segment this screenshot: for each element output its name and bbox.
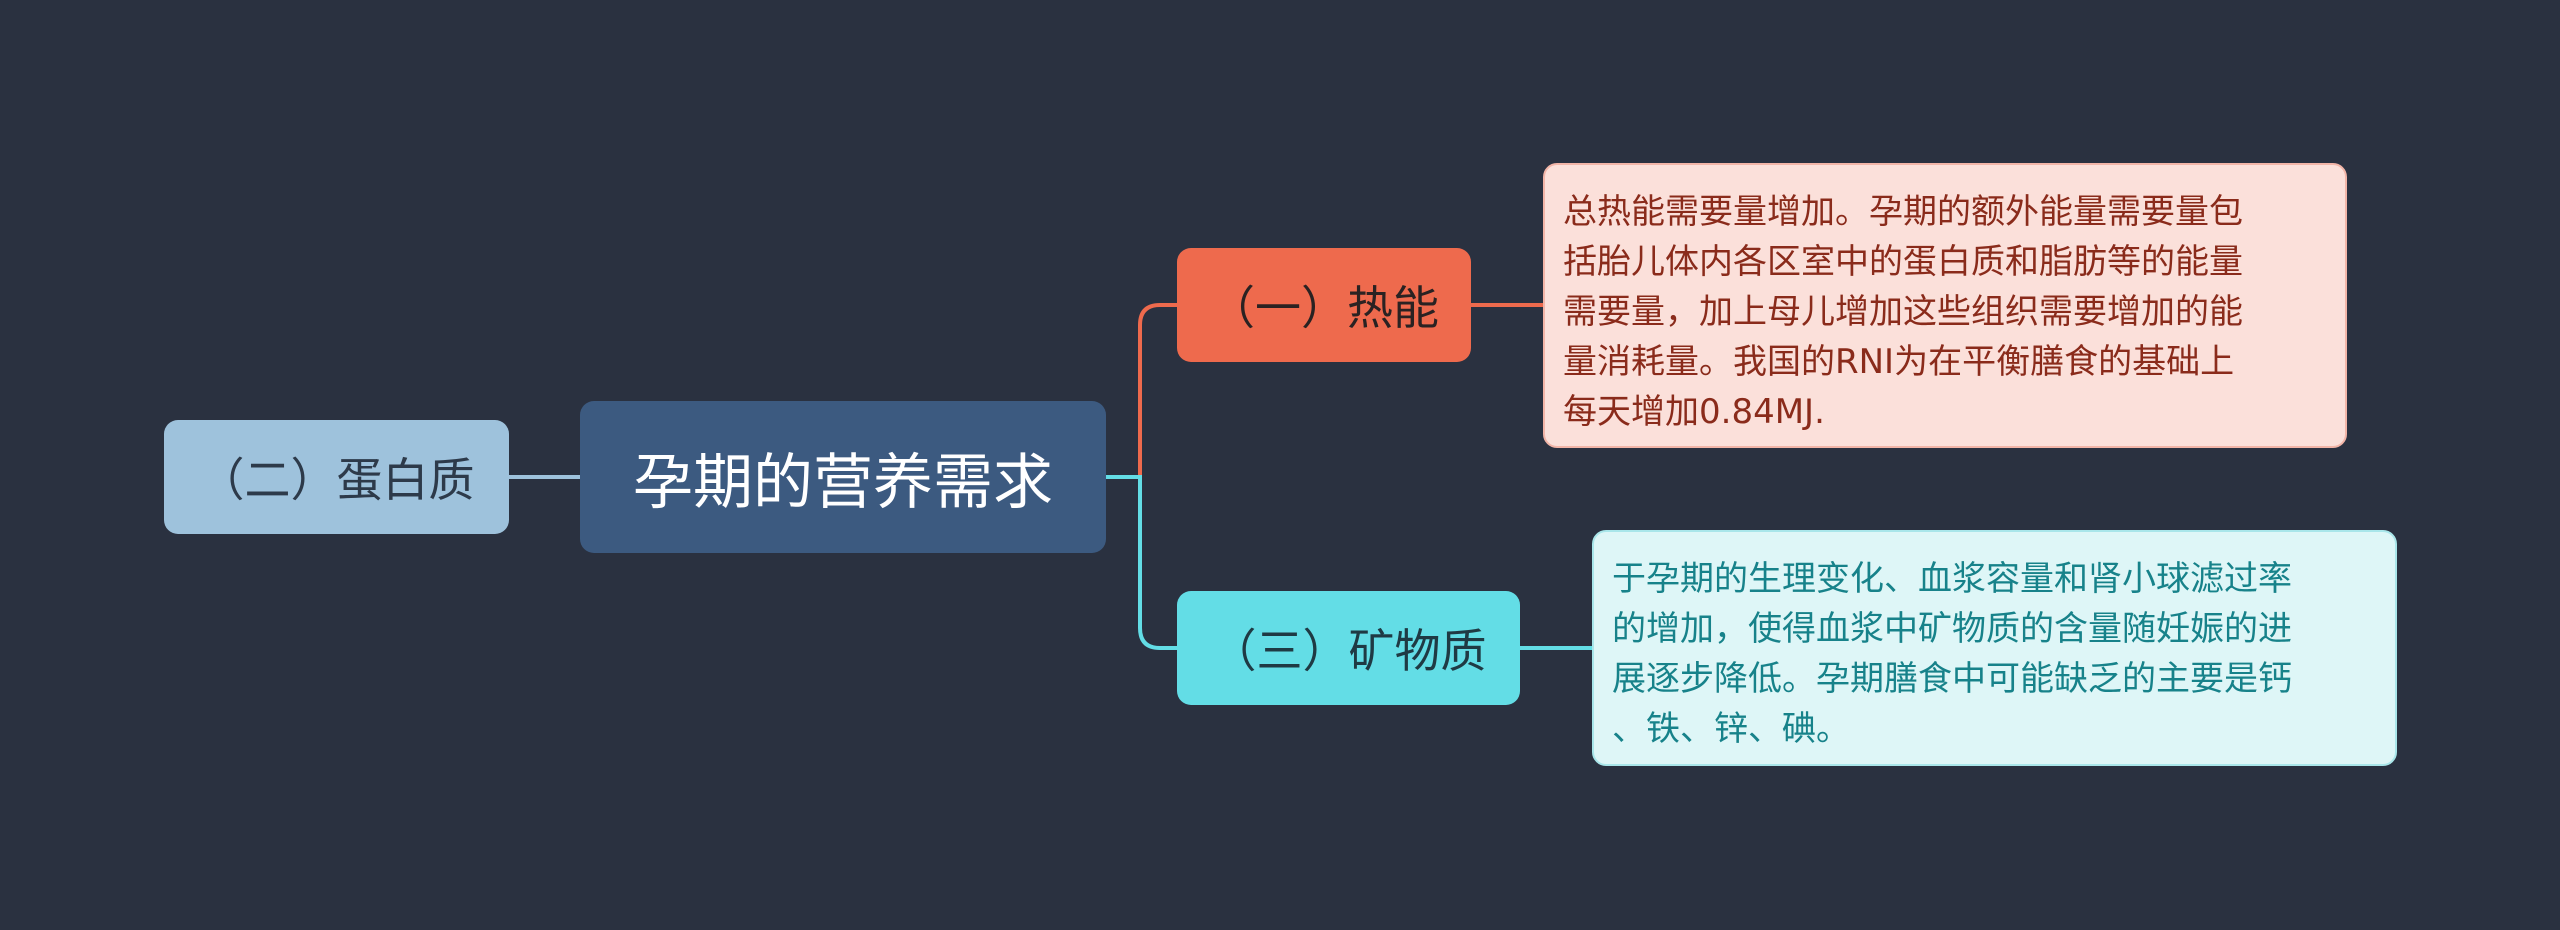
branch-node-minerals[interactable]: （三）矿物质: [1177, 591, 1520, 705]
note-heat-energy[interactable]: 总热能需要量增加。孕期的额外能量需要量包 括胎儿体内各区室中的蛋白质和脂肪等的能…: [1543, 163, 2347, 448]
note-line: 括胎儿体内各区室中的蛋白质和脂肪等的能量: [1563, 242, 2243, 282]
branch-node-protein[interactable]: （二）蛋白质: [164, 420, 509, 534]
note-line: 展逐步降低。孕期膳食中可能缺乏的主要是钙: [1612, 659, 2292, 699]
connector-root-heat: [1106, 303, 1177, 479]
note-line: 总热能需要量增加。孕期的额外能量需要量包: [1563, 192, 2243, 232]
note-line: 量消耗量。我国的RNI为在平衡膳食的基础上: [1563, 342, 2235, 382]
root-node[interactable]: 孕期的营养需求: [580, 401, 1106, 553]
note-line: 、铁、锌、碘。: [1612, 709, 1850, 749]
note-line: 于孕期的生理变化、血浆容量和肾小球滤过率: [1612, 559, 2292, 599]
note-line: 每天增加0.84MJ.: [1563, 392, 1825, 432]
branch-node-heat-energy[interactable]: （一）热能: [1177, 248, 1471, 362]
note-line: 需要量，加上母儿增加这些组织需要增加的能: [1563, 292, 2243, 332]
note-minerals[interactable]: 于孕期的生理变化、血浆容量和肾小球滤过率 的增加，使得血浆中矿物质的含量随妊娠的…: [1592, 530, 2397, 766]
connector-root-mineral: [1106, 475, 1177, 650]
note-line: 的增加，使得血浆中矿物质的含量随妊娠的进: [1612, 609, 2292, 649]
